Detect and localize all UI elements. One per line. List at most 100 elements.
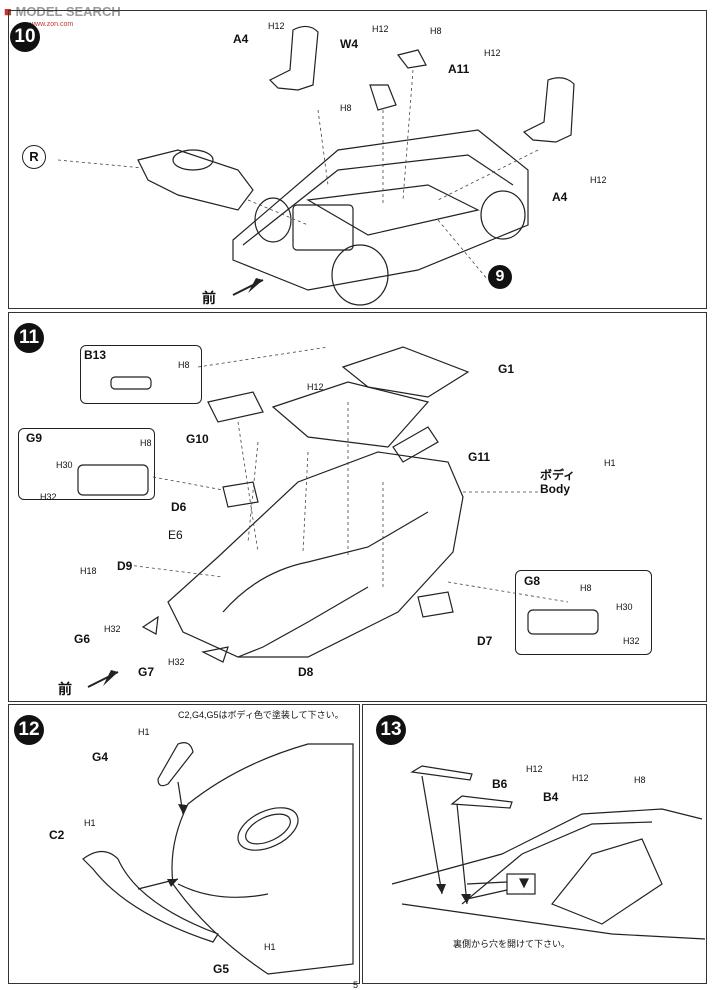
label-g8: G8 [524,574,541,588]
step-13-panel [362,704,707,984]
part-g1 [341,346,470,398]
part-b4 [450,795,513,809]
watermark-logo-glyph: ■ [4,4,12,19]
label-g4: G4 [92,750,109,764]
roof-panel [271,381,430,448]
code-11-h32-c: H32 [623,636,640,646]
label-g7: G7 [138,665,155,679]
mirror-b13 [110,376,152,390]
code-h12-b: H12 [372,24,389,34]
code-13-h12-a: H12 [526,764,543,774]
label-r: R [22,145,46,169]
label-a4-left: A4 [233,32,249,46]
step-13-number: 13 [376,715,406,745]
dashboard [137,149,254,211]
front-right-wheel [480,190,526,240]
part-g4 [157,742,194,787]
code-11-h30-b: H30 [616,602,633,612]
step-11-drawing [77,346,599,688]
code-h12-a: H12 [268,21,285,31]
label-d6: D6 [171,500,187,514]
shift-knob [369,84,397,111]
code-11-h32-d: H32 [168,657,185,667]
label-a11: A11 [448,62,470,76]
part-g11 [392,426,439,463]
part-a11 [396,49,427,69]
label-body-jp: ボディ [540,468,576,482]
code-11-h12: H12 [307,382,324,392]
code-11-h30-a: H30 [56,460,73,470]
label-d9: D9 [117,559,133,573]
side-window [551,838,663,925]
seat-right [522,77,575,143]
label-g9: G9 [26,431,43,445]
part-d7 [417,591,454,618]
code-12-h1-c: H1 [264,942,276,952]
chassis-outline [232,129,529,291]
inset-b13 [80,345,202,404]
car-roofline [391,808,703,885]
code-h12-d: H12 [590,175,607,185]
code-h12-c: H12 [484,48,501,58]
label-b6: B6 [492,777,508,791]
engine-block [292,204,354,251]
lamp-g8 [527,609,599,635]
label-g11: G11 [468,450,491,464]
label-g10: G10 [186,432,209,446]
code-11-h32-b: H32 [104,624,121,634]
front-label-11: 前 [58,681,72,697]
seat-left [268,25,319,91]
step-13-drawing [391,765,705,940]
part-g10 [207,391,264,423]
step-12-note: C2,G4,G5はボディ色で塗装して下さい。 [178,710,344,720]
part-g6 [141,615,159,635]
part-g5 [237,807,299,851]
label-a4-right: A4 [552,190,568,204]
part-d6 [222,481,259,508]
code-13-h8: H8 [634,775,646,785]
code-12-h1-b: H1 [84,818,96,828]
label-e6: E6 [168,528,183,542]
step-12-panel [8,704,360,984]
code-h8-a: H8 [430,26,442,36]
part-c2 [82,850,219,943]
code-11-h8-c: H8 [580,583,592,593]
label-body-en: Body [540,482,570,496]
body-shell [167,451,464,658]
watermark-url: www.zon.com [30,21,74,28]
label-b13: B13 [84,348,107,362]
label-g1: G1 [498,362,515,376]
code-11-h8-b: H8 [140,438,152,448]
inset-g9 [18,428,155,500]
label-w4: W4 [340,37,358,51]
label-d8: D8 [298,665,314,679]
code-11-h32-a: H32 [40,492,57,502]
hole-marker [506,873,536,895]
watermark-model-text: MODEL [15,4,63,19]
label-d7: D7 [477,634,493,648]
label-step-9: 9 [488,265,512,289]
watermark-search-text: SEARCH [65,4,121,19]
step-13-note: 裏側から穴を開けて下さい。 [453,939,571,949]
code-11-h18: H18 [80,566,97,576]
code-11-h8-a: H8 [178,360,190,370]
label-g6: G6 [74,632,91,646]
part-g7 [201,646,229,663]
step-11-number: 11 [14,323,44,353]
car-rear-body [171,743,354,975]
code-11-h1: H1 [604,458,616,468]
rear-left-wheel [331,244,389,306]
step-11-panel [8,312,707,702]
label-g5: G5 [213,962,230,976]
code-h8-b: H8 [340,103,352,113]
step-10-panel [8,10,707,309]
step-10-number: 10 [10,22,40,52]
part-b6 [410,765,473,781]
inset-g8 [515,570,652,655]
page-number: 5 [353,980,359,990]
front-label-10: 前 [202,290,216,306]
step-12-number: 12 [14,715,44,745]
step-12-drawing [82,742,354,975]
label-c2: C2 [49,828,65,842]
